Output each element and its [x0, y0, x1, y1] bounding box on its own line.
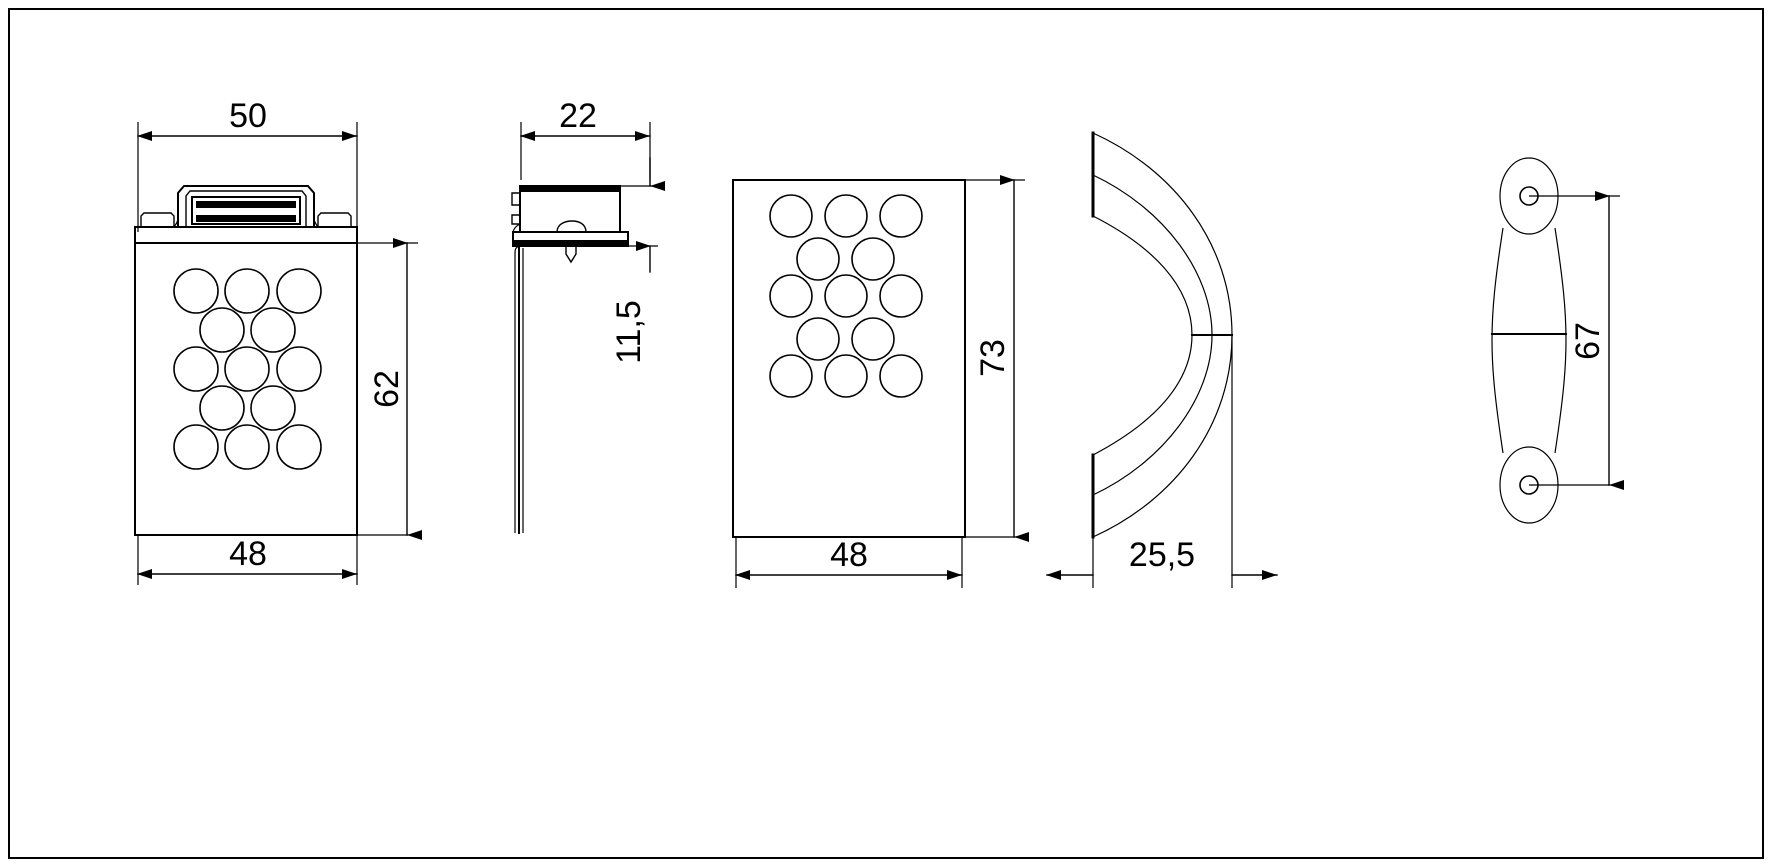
view-perforated-plate: 48 73 — [732, 175, 1029, 588]
drawing-sheet-border — [8, 8, 1764, 859]
side-assembly-housing — [519, 185, 621, 233]
view-bracket-plan: 67 — [1491, 157, 1624, 524]
view-front-assembly: 50 48 62 — [134, 97, 422, 585]
front-assembly-top-bracket — [134, 185, 358, 244]
dim-label-48-front: 48 — [229, 535, 267, 573]
dimension-front-width-bottom: 48 — [137, 535, 358, 585]
side-assembly-pin — [565, 245, 577, 264]
front-assembly-hole-pattern — [173, 268, 322, 470]
dim-label-48-plate: 48 — [830, 536, 868, 574]
side-assembly-boss — [556, 220, 587, 233]
plate-outline — [732, 179, 966, 538]
front-assembly-body-outline — [134, 242, 358, 536]
dimension-side-width: 22 — [520, 97, 651, 180]
dimension-front-width-top: 50 — [137, 97, 358, 232]
dimension-bracket-length: 67 — [1529, 191, 1624, 490]
bracket-right-edge — [1554, 227, 1567, 454]
dim-label-11-5: 11,5 — [610, 300, 648, 364]
arc-handle-inner-arc — [1092, 215, 1193, 456]
dimension-arc-depth: 25,5 — [1046, 335, 1278, 588]
dim-label-67: 67 — [1569, 322, 1607, 360]
dim-label-50: 50 — [229, 97, 267, 135]
view-side-assembly: 22 11,5 — [511, 97, 665, 534]
bracket-left-edge — [1491, 227, 1504, 454]
dimension-front-height: 62 — [357, 238, 422, 540]
view-arc-handle: 25,5 — [1046, 131, 1278, 588]
dim-label-22: 22 — [559, 97, 597, 135]
dim-label-73: 73 — [974, 339, 1012, 377]
side-assembly-lug-lower — [511, 214, 521, 225]
plate-hole-pattern — [769, 194, 923, 398]
dimension-side-height: 11,5 — [610, 157, 665, 364]
dimension-plate-height: 73 — [965, 175, 1029, 542]
side-assembly-lug-upper — [511, 192, 521, 206]
dimension-plate-width: 48 — [735, 536, 963, 588]
dim-label-62: 62 — [368, 370, 406, 408]
dim-label-25-5: 25,5 — [1129, 536, 1195, 574]
